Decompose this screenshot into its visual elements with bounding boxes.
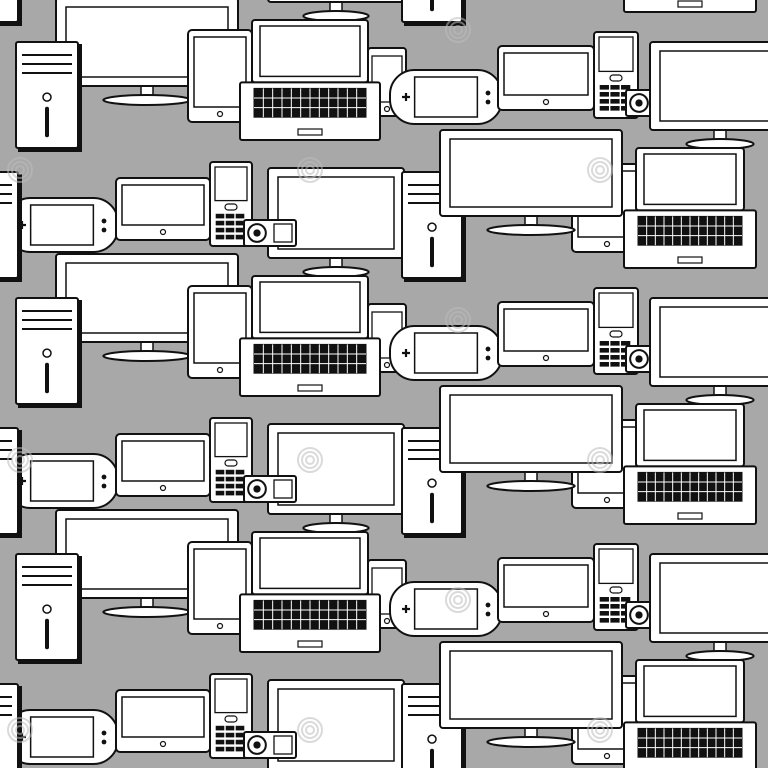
watermark-spiral-icon	[7, 157, 33, 183]
handheld-console-icon	[389, 69, 503, 125]
desktop-tower-icon	[15, 297, 82, 408]
desktop-tower-icon	[401, 0, 466, 26]
desktop-tower-icon	[0, 171, 22, 282]
monitor-icon	[267, 679, 405, 768]
monitor-icon	[649, 41, 768, 150]
watermark-spiral-icon	[297, 447, 323, 473]
watermark-spiral-icon	[297, 717, 323, 743]
watermark-spiral-icon	[445, 17, 471, 43]
desktop-tower-icon	[15, 553, 82, 664]
watermark-spiral-icon	[445, 587, 471, 613]
monitor-icon	[439, 641, 623, 748]
feature-phone-icon	[209, 673, 253, 759]
music-player-icon	[243, 731, 297, 759]
laptop-icon	[623, 0, 757, 13]
desktop-tower-icon	[15, 41, 82, 152]
laptop-icon	[623, 403, 757, 525]
tablet-icon	[187, 541, 253, 635]
laptop-icon	[239, 531, 381, 654]
laptop-icon	[239, 19, 381, 141]
handheld-console-icon	[389, 581, 503, 637]
laptop-icon	[623, 147, 757, 269]
monitor-icon	[649, 297, 768, 406]
monitor-icon	[439, 385, 623, 492]
monitor-icon	[439, 129, 623, 236]
watermark-spiral-icon	[445, 307, 471, 333]
tablet-icon	[497, 45, 595, 111]
handheld-console-icon	[389, 325, 503, 381]
laptop-icon	[623, 659, 757, 768]
tablet-icon	[115, 177, 211, 241]
laptop-icon	[239, 275, 381, 397]
tablet-icon	[187, 285, 253, 379]
tablet-icon	[115, 689, 211, 753]
tablet-icon	[187, 29, 253, 123]
monitor-icon	[267, 0, 405, 22]
tablet-icon	[497, 301, 595, 367]
tablet-icon	[115, 433, 211, 497]
watermark-spiral-icon	[7, 717, 33, 743]
handheld-console-icon	[5, 709, 119, 765]
feature-phone-icon	[593, 31, 639, 119]
monitor-icon	[649, 553, 768, 662]
watermark-spiral-icon	[297, 157, 323, 183]
watermark-spiral-icon	[7, 447, 33, 473]
desktop-tower-icon	[401, 171, 466, 282]
music-player-icon	[243, 475, 297, 503]
desktop-tower-icon	[0, 0, 22, 26]
tablet-icon	[497, 557, 595, 623]
watermark-spiral-icon	[587, 717, 613, 743]
handheld-console-icon	[5, 453, 119, 509]
watermark-spiral-icon	[587, 447, 613, 473]
handheld-console-icon	[5, 197, 119, 253]
desktop-tower-icon	[0, 427, 22, 538]
music-player-icon	[243, 219, 297, 247]
feature-phone-icon	[209, 417, 253, 503]
watermark-spiral-icon	[587, 157, 613, 183]
monitor-icon	[267, 423, 405, 534]
